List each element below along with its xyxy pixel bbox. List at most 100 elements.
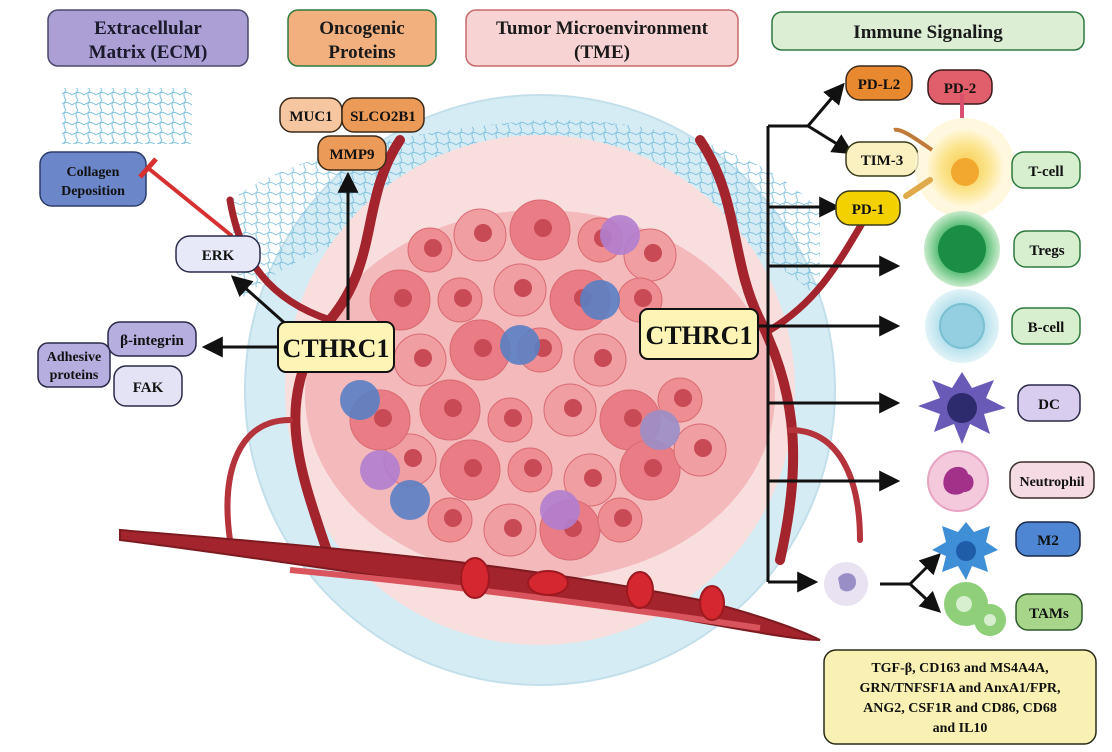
header-immune: Immune Signaling	[771, 11, 1085, 51]
tumor-cell-nucleus	[474, 339, 492, 357]
markers-line1: TGF-β, CD163 and MS4A4A,	[871, 661, 1048, 676]
header-ecm: Extracellular Matrix (ECM)	[47, 9, 249, 67]
cthrc1-left-box: CTHRC1	[277, 321, 395, 373]
t-cell-graphic	[893, 94, 1015, 218]
tumor-cell-nucleus	[524, 459, 542, 477]
adhesive-proteins-box: Adhesive proteins	[37, 342, 111, 388]
tumor-cell-nucleus	[374, 409, 392, 427]
header-ecm-line1: Extracellular	[94, 18, 202, 39]
slco2b1-label: SLCO2B1	[350, 109, 416, 125]
markers-line4: and IL10	[933, 721, 988, 736]
treg-graphic	[924, 211, 1000, 287]
pd-2-box: PD-2	[927, 69, 993, 105]
tumor-cell-nucleus	[514, 279, 532, 297]
tumor-cell-nucleus	[404, 449, 422, 467]
ecm-mesh-graphic	[62, 88, 192, 144]
muc1-label: MUC1	[289, 109, 332, 125]
tumor-cell-nucleus	[634, 289, 652, 307]
tim-3-box: TIM-3	[845, 141, 919, 177]
cthrc1-right-box: CTHRC1	[639, 308, 759, 360]
tumor-cells	[340, 199, 727, 561]
slco2b1-box: SLCO2B1	[341, 97, 425, 133]
tumor-cell-nucleus	[624, 409, 642, 427]
dc-label: DC	[1038, 397, 1060, 413]
tumor-cell-nucleus	[504, 519, 522, 537]
tams-label: TAMs	[1029, 606, 1069, 622]
tumor-cell-nucleus	[534, 219, 552, 237]
markers-box: TGF-β, CD163 and MS4A4A, GRN/TNFSF1A and…	[823, 649, 1097, 745]
immune-cell-in-tme	[500, 325, 540, 365]
beta-integrin-box: β-integrin	[107, 321, 197, 357]
b-cell-label: B-cell	[1028, 320, 1065, 336]
inhibition-line	[138, 157, 234, 238]
collagen-deposition-box: Collagen Deposition	[39, 151, 147, 207]
fak-label: FAK	[133, 380, 164, 396]
mmp9-box: MMP9	[317, 135, 387, 171]
header-immune-text: Immune Signaling	[853, 22, 1003, 43]
m2-label: M2	[1037, 533, 1059, 549]
pd-l2-box: PD-L2	[845, 65, 913, 101]
tumor-cell-nucleus	[564, 399, 582, 417]
tumor-cell-nucleus	[674, 389, 692, 407]
collagen-line2: Deposition	[61, 184, 125, 199]
pd-1-box: PD-1	[835, 190, 901, 226]
immune-cell-in-tme	[390, 480, 430, 520]
dc-label-box: DC	[1017, 384, 1081, 422]
t-cell-label-box: T-cell	[1011, 151, 1081, 189]
b-cell-graphic	[925, 289, 999, 363]
neutrophil-label-box: Neutrophil	[1009, 461, 1095, 499]
header-oncogenic: Oncogenic Proteins	[287, 9, 437, 67]
neutrophil-graphic	[927, 450, 989, 512]
erk-label: ERK	[202, 248, 235, 264]
tumor-cell-nucleus	[584, 469, 602, 487]
tumor-cell-nucleus	[504, 409, 522, 427]
vessel-right	[695, 135, 799, 565]
mmp9-label: MMP9	[330, 147, 375, 163]
m2-label-box: M2	[1015, 521, 1081, 557]
header-tme: Tumor Microenvironment (TME)	[465, 9, 739, 67]
adhesive-line2: proteins	[50, 368, 99, 383]
header-onco-line1: Oncogenic	[319, 18, 405, 39]
tumor-cell-nucleus	[644, 244, 662, 262]
b-cell-label-box: B-cell	[1011, 307, 1081, 345]
header-ecm-line2: Matrix (ECM)	[89, 42, 208, 63]
immune-cell-in-tme	[340, 380, 380, 420]
left-arrows	[201, 171, 359, 358]
neutrophil-label: Neutrophil	[1019, 475, 1084, 490]
beta-integrin-label: β-integrin	[120, 333, 184, 349]
t-cell-label: T-cell	[1028, 164, 1063, 180]
pd-2-label: PD-2	[944, 81, 977, 97]
dc-graphic	[918, 372, 1006, 444]
header-onco-line2: Proteins	[328, 42, 395, 63]
tumor-cell-nucleus	[444, 509, 462, 527]
tumor-cell-nucleus	[444, 399, 462, 417]
tumor-cell-nucleus	[614, 509, 632, 527]
red-blood-cells	[460, 557, 725, 621]
pd-l2-label: PD-L2	[858, 77, 901, 93]
header-tme-line2: (TME)	[574, 42, 630, 63]
pd-1-label: PD-1	[852, 202, 885, 218]
m2-graphic	[932, 522, 998, 580]
header-tme-line1: Tumor Microenvironment	[496, 18, 709, 39]
cthrc1-right-label: CTHRC1	[646, 321, 753, 350]
markers-line3: ANG2, CSF1R and CD86, CD68	[863, 701, 1057, 716]
tams-graphic	[944, 582, 1006, 636]
muc1-box: MUC1	[279, 97, 343, 133]
tumor-cell-nucleus	[474, 224, 492, 242]
tumor-cell-nucleus	[394, 289, 412, 307]
cthrc1-left-label: CTHRC1	[283, 334, 390, 363]
immune-cell-in-tme	[540, 490, 580, 530]
tumor-cell-nucleus	[464, 459, 482, 477]
adhesive-line1: Adhesive	[47, 350, 101, 365]
right-arrows	[758, 82, 942, 613]
tumor-cell-nucleus	[594, 349, 612, 367]
immune-cell-in-tme	[360, 450, 400, 490]
immune-cell-in-tme	[640, 410, 680, 450]
immune-cell-in-tme	[580, 280, 620, 320]
tumor-cell-nucleus	[424, 239, 442, 257]
tumor-cell-nucleus	[414, 349, 432, 367]
tumor-cell-nucleus	[644, 459, 662, 477]
markers-line2: GRN/TNFSF1A and AnxA1/FPR,	[859, 681, 1060, 696]
immune-cell-in-tme	[600, 215, 640, 255]
